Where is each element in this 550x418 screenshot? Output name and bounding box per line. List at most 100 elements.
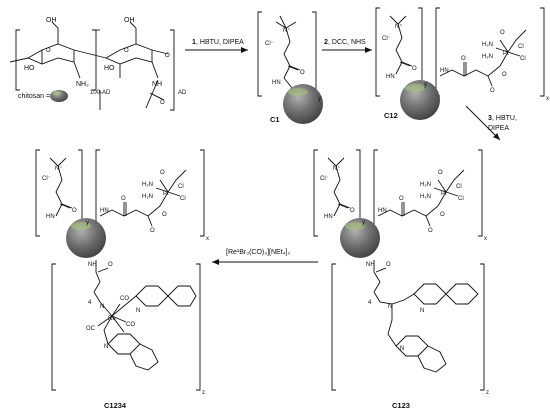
c1234-co-2: CO xyxy=(126,322,135,328)
c123-carbonyl-o-1: O xyxy=(350,208,355,214)
c1234-carbonyl-o-3: O xyxy=(150,228,155,234)
ring-o-1: O xyxy=(46,48,51,54)
nh-label-chitosan: NH xyxy=(152,81,162,88)
carbonyl-o-chitosan: O xyxy=(160,100,165,106)
c1-carbonyl-o: O xyxy=(300,70,305,76)
c1234-nh-3: NH xyxy=(88,262,97,268)
c123-cl-1: Cl xyxy=(456,184,462,190)
step3-reagents: , HBTU, xyxy=(492,115,517,122)
c12-pt: Pt xyxy=(503,51,509,57)
c123-n-quin-2: N xyxy=(400,346,404,352)
chitosan-structure xyxy=(9,21,175,111)
c123-nh-3: NH xyxy=(366,262,375,268)
c12-h2n-1: H₂N xyxy=(482,42,493,48)
c12-nh-1: HN xyxy=(386,74,395,80)
c1234-o-top: O xyxy=(160,170,165,176)
c123-pt: Pt xyxy=(441,191,447,197)
c1234-n-quin-2: N xyxy=(104,344,108,350)
c1-n-plus: N⁺ xyxy=(283,27,291,34)
c1234-h2n-1: H₂N xyxy=(142,182,153,188)
c1-cl-minus: Cl⁻ xyxy=(265,41,274,47)
step2-number: 2 xyxy=(324,39,328,46)
c12-n-plus: N⁺ xyxy=(395,23,403,30)
c1234-nh-1: HN xyxy=(46,214,55,220)
chitosan-legend-highlight xyxy=(53,91,61,95)
c1234-cl-minus: Cl⁻ xyxy=(42,176,51,182)
c1234-cl-1: Cl xyxy=(178,184,184,190)
c123-cl-2: Cl xyxy=(458,196,464,202)
c123-carbonyl-o-4: O xyxy=(386,262,391,268)
c1-nh: HN xyxy=(272,80,281,86)
acetylated-fraction: AD xyxy=(178,90,187,96)
c12-carbonyl-o-2: O xyxy=(461,56,466,62)
step1-number: 1 xyxy=(192,39,196,46)
c12-label: C12 xyxy=(384,111,398,120)
c1234-label: C1234 xyxy=(104,401,127,410)
c12-carbonyl-o-1: O xyxy=(412,66,417,72)
ho-label-1: HO xyxy=(24,65,35,72)
c123-ester-o: O xyxy=(440,212,445,218)
c123-label: C123 xyxy=(392,401,410,410)
c12-y-subscript: y xyxy=(424,82,427,88)
c123-four: 4 xyxy=(368,300,372,306)
c12-o-top: O xyxy=(500,30,505,36)
c1234-carbonyl-o-2: O xyxy=(121,196,126,202)
c123-cl-minus: Cl⁻ xyxy=(320,176,329,182)
step3-number: 3 xyxy=(488,115,492,122)
ring-o-2: O xyxy=(124,48,129,54)
c1-y-subscript: y xyxy=(318,96,321,102)
c12-h2n-2: H₂N xyxy=(482,54,493,60)
step4-reagent: [Re¹Br₃(CO)₃][NEt₄]₂ xyxy=(226,249,290,256)
c123-y-subscript: y xyxy=(362,220,365,226)
oh-label-2: OH xyxy=(124,17,135,24)
c123-h2n-1: H₂N xyxy=(420,182,431,188)
c123-h2n-2: H₂N xyxy=(420,194,431,200)
c123-nh-1: HN xyxy=(324,214,333,220)
c1234-nh-2: HN xyxy=(100,208,109,214)
c1234-cl-2: Cl xyxy=(180,196,186,202)
c12-x-subscript: x xyxy=(546,96,549,102)
ho-label-2: HO xyxy=(104,65,115,72)
c1234-co-1: CO xyxy=(120,296,129,302)
c1234-n-amine: N xyxy=(100,304,104,310)
oh-label-1: OH xyxy=(46,17,57,24)
c12-ester-o: O xyxy=(502,72,507,78)
c1-label: C1 xyxy=(270,115,280,124)
compound-c1234 xyxy=(35,149,205,391)
c1234-oc: OC xyxy=(86,326,96,332)
c1234-y-subscript: y xyxy=(86,220,89,226)
c1234-x-subscript: x xyxy=(206,236,209,242)
chitosan-legend-label: chitosan = xyxy=(18,93,50,100)
chain-o: O xyxy=(165,53,170,59)
c12-cl-2: Cl xyxy=(520,56,526,62)
c12-carbonyl-o-3: O xyxy=(490,88,495,94)
c123-n-plus: N⁺ xyxy=(333,165,341,172)
step1-reagents: , HBTU, DIPEA xyxy=(196,39,244,46)
c1234-re: Re xyxy=(108,316,116,322)
c123-carbonyl-o-2: O xyxy=(399,196,404,202)
c123-n-amine: N xyxy=(388,304,392,310)
c123-z-subscript: z xyxy=(486,390,489,396)
compound-c12 xyxy=(375,7,545,120)
c1234-ester-o: O xyxy=(162,212,167,218)
c123-o-top: O xyxy=(438,170,443,176)
c1234-carbonyl-o-4: O xyxy=(108,262,113,268)
c1234-z-subscript: z xyxy=(202,390,205,396)
c1234-carbonyl-o-1: O xyxy=(72,208,77,214)
c12-cl-minus: Cl⁻ xyxy=(382,36,391,42)
step2-reagents: , DCC, NHS xyxy=(328,39,366,46)
c1234-pt: Pt xyxy=(163,191,169,197)
c123-nh-2: HN xyxy=(378,208,387,214)
nh2-label: NH₂ xyxy=(76,81,89,88)
c12-nh-2: HN xyxy=(440,68,449,74)
c1234-n-plus: N⁺ xyxy=(55,165,63,172)
step3-reagents-2: DIPEA xyxy=(488,125,509,132)
deacetylated-fraction: 100-AD xyxy=(90,90,111,96)
compound-c123 xyxy=(313,149,485,391)
c123-x-subscript: x xyxy=(484,236,487,242)
c12-cl-1: Cl xyxy=(518,44,524,50)
c1234-n-quin-1: N xyxy=(136,308,140,314)
c123-carbonyl-o-3: O xyxy=(428,228,433,234)
c1234-four: 4 xyxy=(88,300,92,306)
